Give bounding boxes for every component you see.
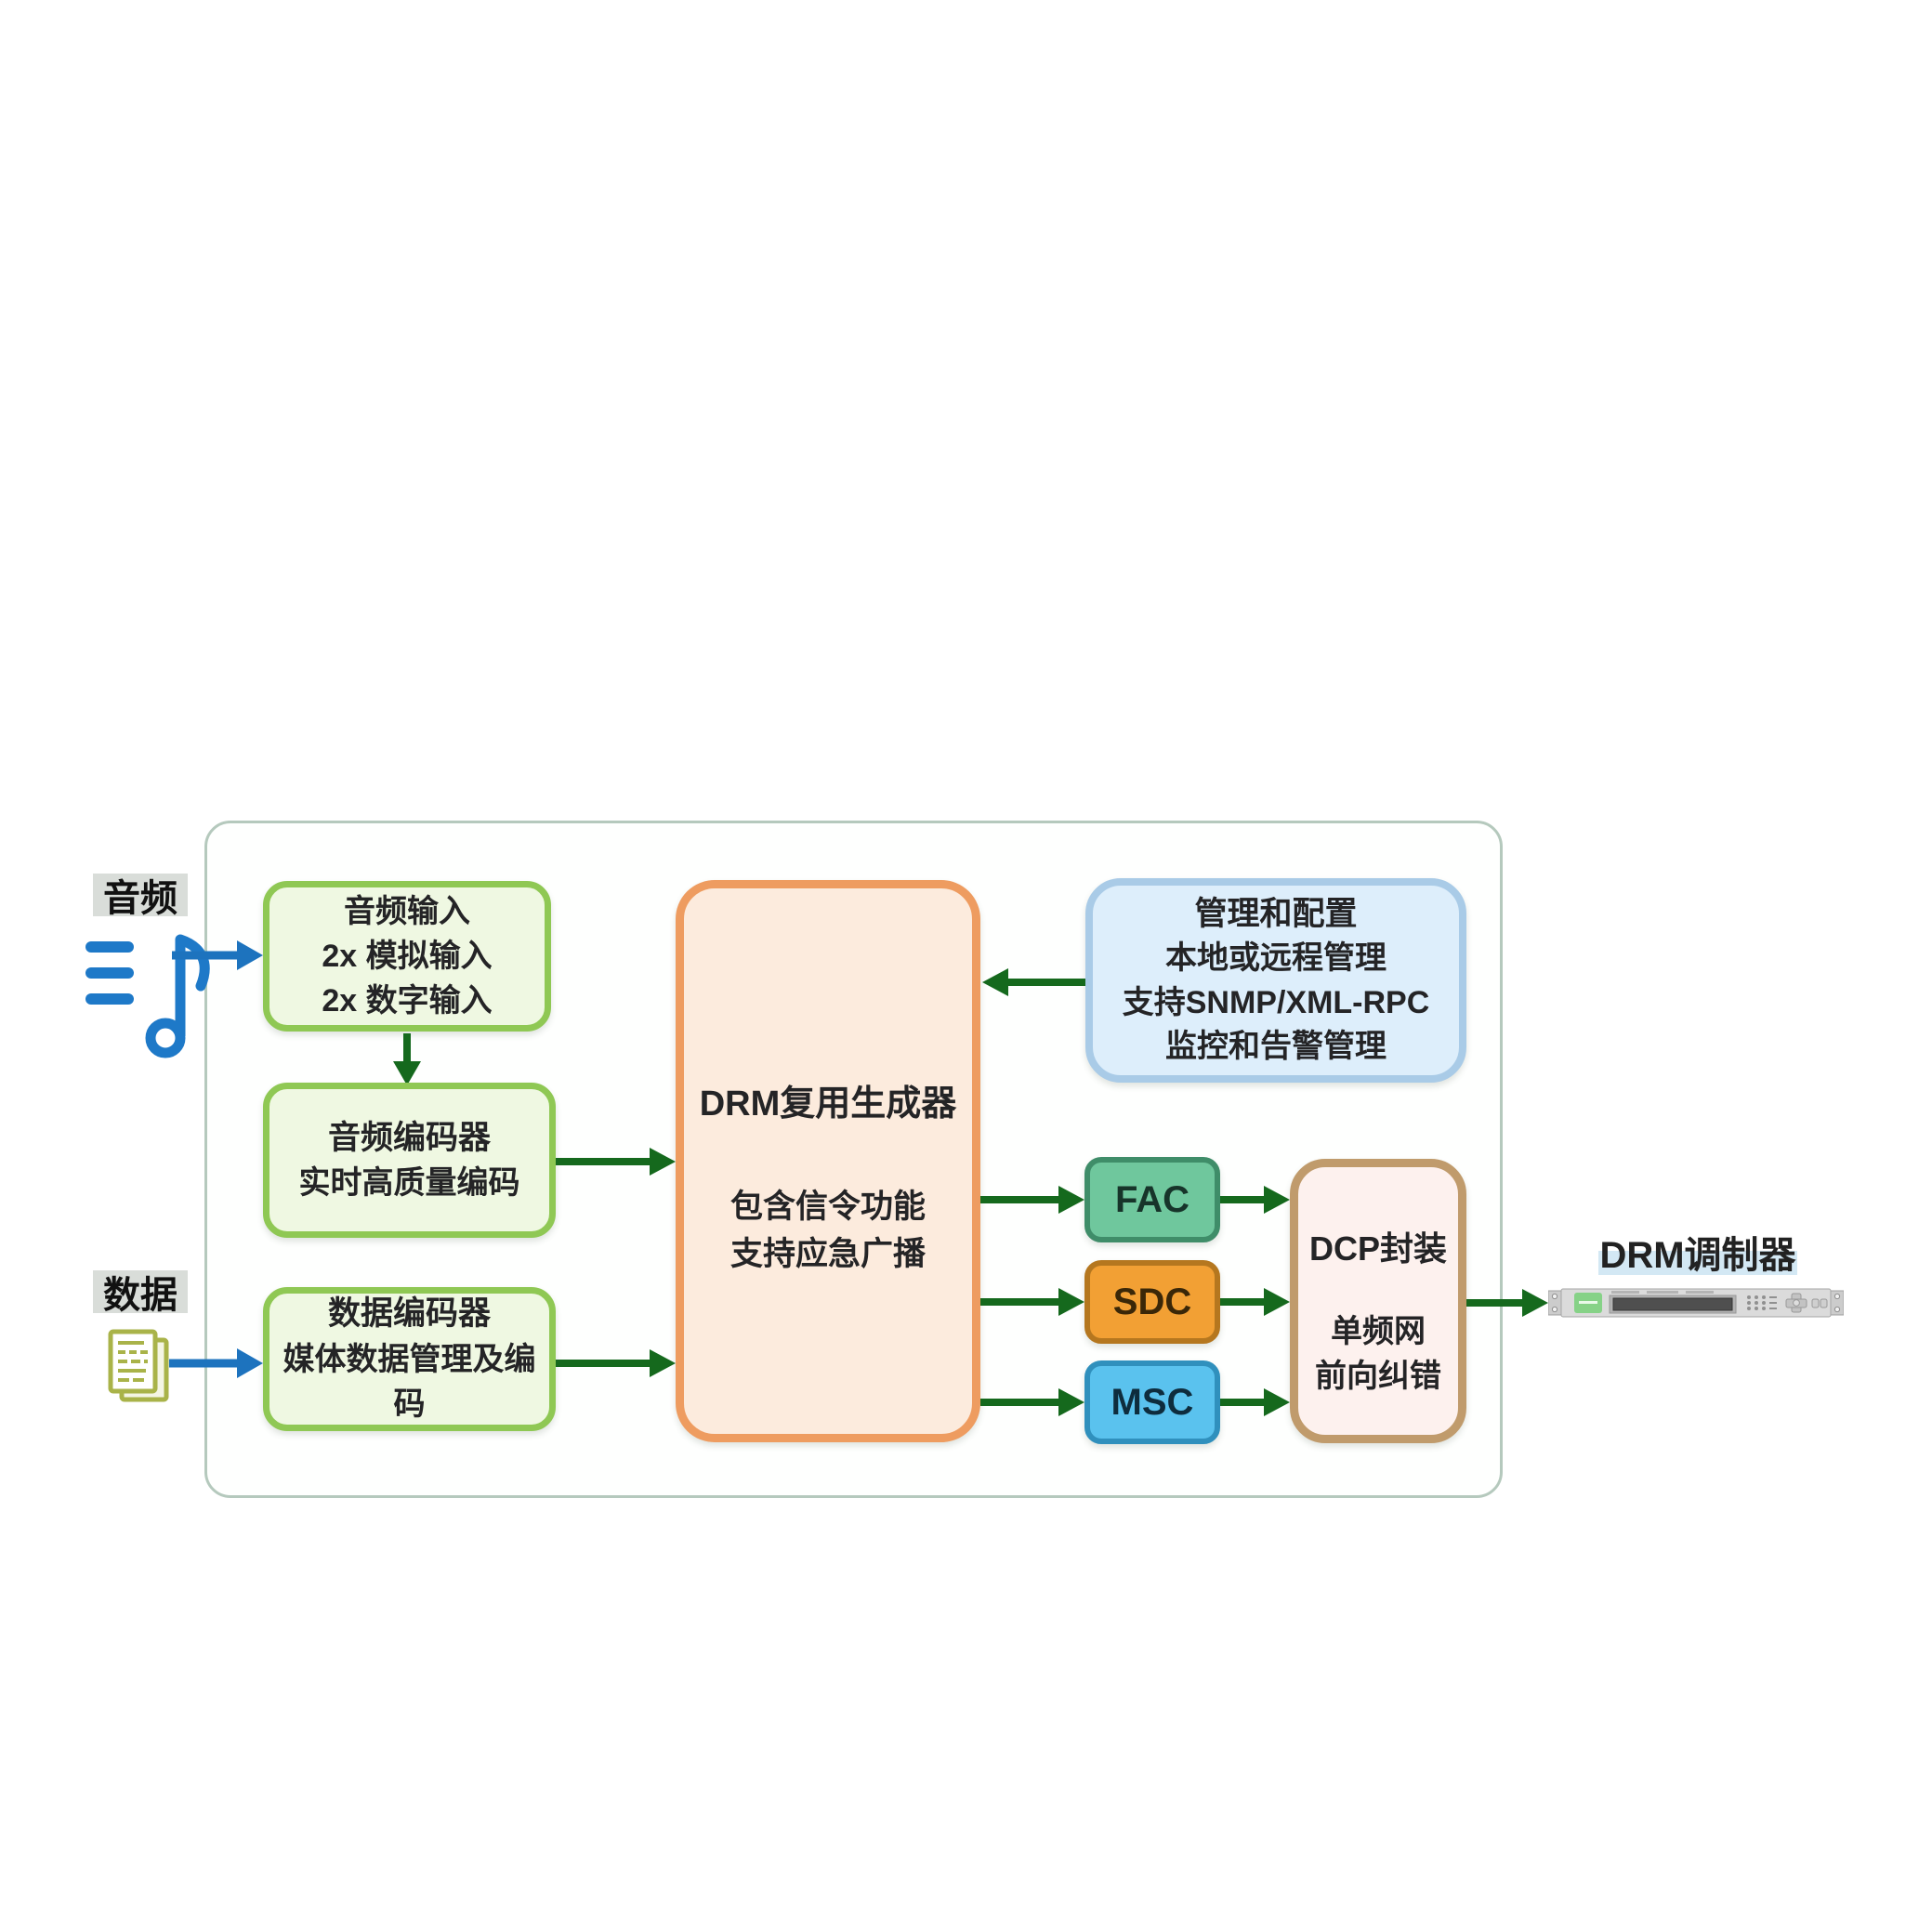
fac-box: FAC [1084,1157,1220,1242]
management-box: 管理和配置 本地或远程管理 支持SNMP/XML-RPC 监控和告警管理 [1085,878,1466,1083]
arrow-fac-to-dcp [1220,1186,1290,1214]
arrow-mux-to-msc [980,1388,1084,1416]
drm-multiplexer-line: 包含信令功能 [729,1189,926,1226]
dcp-box: DCP封装 单频网 前向纠错 [1290,1159,1466,1443]
audio-source-label: 音频 [93,874,188,919]
arrow-mux-to-fac [980,1186,1084,1214]
device-button [1820,1298,1828,1308]
arrow-audio-to-input [172,940,263,970]
audio-encoder-subtitle: 实时高质量编码 [298,1165,520,1202]
modulator-label-highlight [1598,1251,1797,1275]
modulator-label-wrap: DRM调制器 [1591,1225,1805,1281]
dcp-title: DCP封装 [1308,1229,1447,1268]
msc-label: MSC [1111,1381,1194,1423]
arrow-sdc-to-dcp [1220,1288,1290,1316]
arrow-mux-to-sdc [980,1288,1084,1316]
data-encoder-subtitle: 媒体数据管理及编码 [283,1342,536,1423]
device-button [1811,1298,1820,1308]
arrow-msc-to-dcp [1220,1388,1290,1416]
modulator-label: DRM调制器 [1599,1235,1796,1276]
drm-multiplexer-title: DRM复用生成器 [699,1084,957,1124]
fac-label: FAC [1115,1178,1189,1220]
device-screen [1612,1297,1733,1311]
data-source-label: 数据 [93,1270,188,1316]
drm-multiplexer-box: DRM复用生成器 包含信令功能 支持应急广播 [676,880,980,1442]
audio-input-line: 音频输入 [344,893,470,929]
arrow-dataencoder-to-mux [556,1349,676,1377]
arrow-management-to-mux [982,968,1085,996]
audio-encoder-title: 音频编码器 [327,1119,491,1156]
arrow-audioencoder-to-mux [556,1148,676,1176]
document-icon [108,1329,169,1402]
audio-input-line: 2x 模拟输入 [322,938,493,974]
audio-input-line: 2x 数字输入 [322,983,493,1019]
sdc-label: SDC [1112,1281,1192,1322]
management-title: 管理和配置 [1194,896,1358,933]
arrow-data-to-encoder [169,1348,263,1378]
arrow-input-to-encoder [393,1033,421,1085]
modulator-device [1548,1288,1844,1318]
management-line: 监控和告警管理 [1165,1029,1387,1065]
device-dpad [1785,1293,1807,1313]
arrow-dcp-to-modulator [1466,1289,1548,1317]
data-encoder-box: 数据编码器 媒体数据管理及编码 [263,1287,556,1431]
management-line: 支持SNMP/XML-RPC [1122,984,1430,1020]
management-line: 本地或远程管理 [1165,940,1387,977]
dcp-line: 单频网 [1331,1314,1426,1350]
drm-multiplexer-line: 支持应急广播 [729,1235,926,1272]
sdc-box: SDC [1084,1260,1220,1344]
dcp-line: 前向纠错 [1315,1359,1441,1395]
audio-input-box: 音频输入 2x 模拟输入 2x 数字输入 [263,881,551,1032]
data-encoder-title: 数据编码器 [327,1295,491,1333]
audio-encoder-box: 音频编码器 实时高质量编码 [263,1083,556,1238]
msc-box: MSC [1084,1360,1220,1444]
device-keypad [1747,1295,1777,1310]
